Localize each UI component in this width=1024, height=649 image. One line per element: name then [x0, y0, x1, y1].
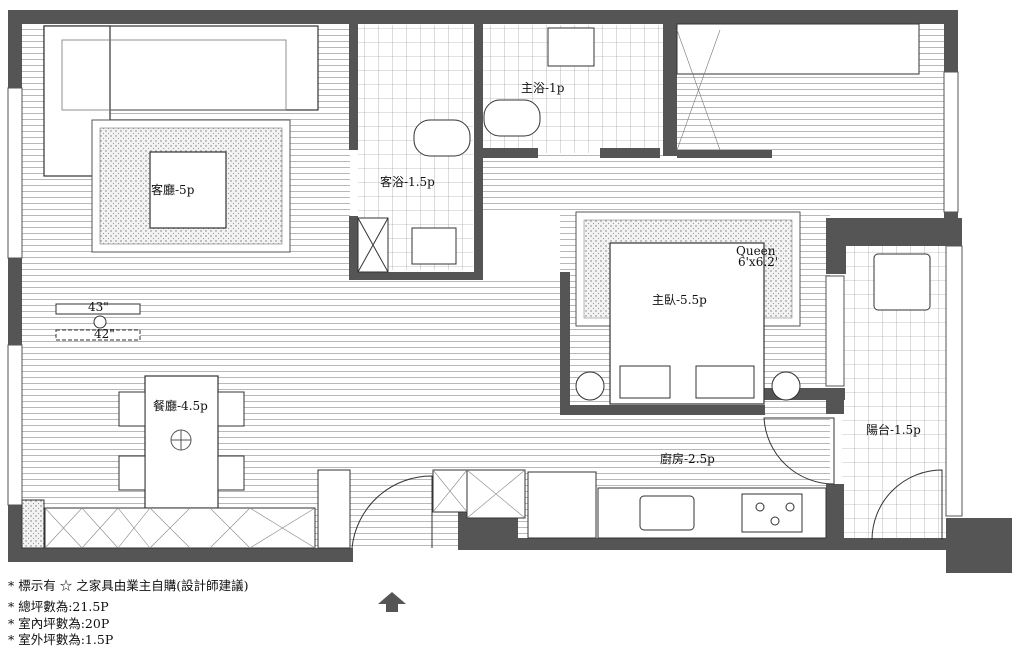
dining-chairs [118, 391, 245, 491]
guest-toilet [413, 119, 471, 157]
nightstand-left [575, 371, 605, 401]
bottom-cabinets [21, 469, 351, 549]
room-label-master-bedroom: 主臥-5.5p [652, 293, 707, 307]
balcony-door [763, 417, 835, 485]
entry-door [351, 475, 433, 549]
note-user-furniture: * 標示有 ☆ 之家具由業主自購(設計師建議) [8, 578, 249, 593]
room-label-kitchen: 廚房-2.5p [660, 451, 715, 466]
nightstand-right [771, 371, 801, 401]
fridge [527, 471, 597, 539]
tv-size-bottom: 42" [94, 327, 115, 341]
guest-sink [411, 227, 457, 265]
stove-icon [741, 493, 803, 533]
windows [7, 71, 963, 517]
room-label-balcony: 陽台-1.5p [866, 422, 921, 437]
room-label-guest-bath: 客浴-1.5p [380, 174, 435, 189]
note-outdoor-area: * 室外坪數為:1.5P [8, 632, 114, 647]
star-icon: ☆ [59, 578, 73, 593]
note-indoor-area: * 室內坪數為:20P [8, 616, 110, 631]
sink-icon [639, 495, 695, 531]
tv-size-top: 43" [88, 300, 109, 314]
master-sink [547, 27, 595, 67]
master-toilet [483, 99, 541, 137]
room-label-living: 客廳-5p [151, 182, 195, 197]
bed-dimensions: 6'x6.2' [738, 255, 778, 269]
coffee-table [149, 151, 227, 229]
washing-machine-icon [873, 253, 931, 311]
tv-unit [55, 303, 141, 315]
room-label-master-bath: 主浴-1p [521, 81, 565, 95]
room-label-dining: 餐廳-4.5p [153, 398, 208, 413]
entry-arrow-icon [378, 592, 406, 612]
bed-type: Queen [736, 244, 776, 258]
wardrobe [676, 23, 920, 75]
walls [8, 10, 1012, 573]
note-total-area: * 總坪數為:21.5P [8, 599, 109, 614]
